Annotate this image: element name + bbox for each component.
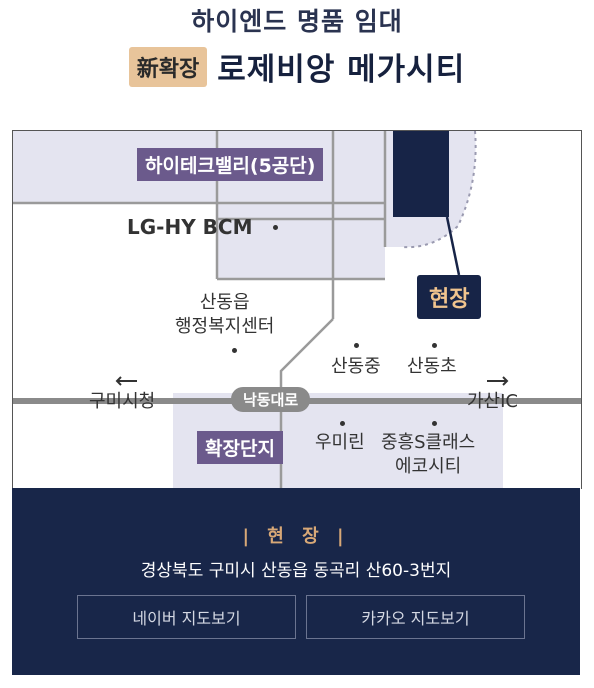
arrow-left-head <box>115 376 122 386</box>
naver-map-button[interactable]: 네이버 지도보기 <box>77 595 296 639</box>
gumi-city-hall-label: 구미시청 <box>89 391 156 412</box>
jungheung-label: 중흥S클래스 에코시티 <box>381 432 476 477</box>
location-map: 하이테크밸리(5공단) LG-HY BCM 산동읍 행정복지센터 산동중 산동초… <box>12 130 582 489</box>
industrial-block <box>217 203 385 279</box>
site-building <box>393 131 449 217</box>
middle-school-label: 산동중 <box>331 356 381 377</box>
site-marker: 현장 <box>417 275 482 319</box>
expansion-badge: 新확장 <box>128 46 208 87</box>
page-title: 로제비앙 메가시티 <box>217 52 466 88</box>
district-label: 하이테크밸리(5공단) <box>137 148 324 181</box>
elementary-school-dot <box>432 343 437 348</box>
lg-label: LG-HY BCM <box>127 215 253 239</box>
gasan-ic-label: 가산IC <box>467 391 518 412</box>
umirin-label: 우미린 <box>315 432 365 453</box>
map-drawing <box>13 131 581 489</box>
elementary-school-label: 산동초 <box>407 356 457 377</box>
jungheung-dot <box>432 421 437 426</box>
office-label: 산동읍 행정복지센터 <box>175 292 275 337</box>
footer-title: | 현 장 | <box>242 526 350 547</box>
expansion-label: 확장단지 <box>197 431 283 464</box>
main-road-label: 낙동대로 <box>231 387 311 412</box>
kakao-map-button[interactable]: 카카오 지도보기 <box>306 595 525 639</box>
header-title-row: 新확장 로제비앙 메가시티 <box>0 44 594 89</box>
header-subtitle: 하이엔드 명품 임대 <box>191 7 403 36</box>
arrow-right-head <box>502 376 509 386</box>
site-address: 경상북도 구미시 산동읍 동곡리 산60-3번지 <box>140 561 452 581</box>
site-pointer <box>445 216 461 276</box>
location-footer: | 현 장 | 경상북도 구미시 산동읍 동곡리 산60-3번지 네이버 지도보… <box>12 488 580 675</box>
middle-school-dot <box>354 343 359 348</box>
lg-dot <box>273 225 278 230</box>
office-dot <box>232 348 237 353</box>
umirin-dot <box>340 421 345 426</box>
